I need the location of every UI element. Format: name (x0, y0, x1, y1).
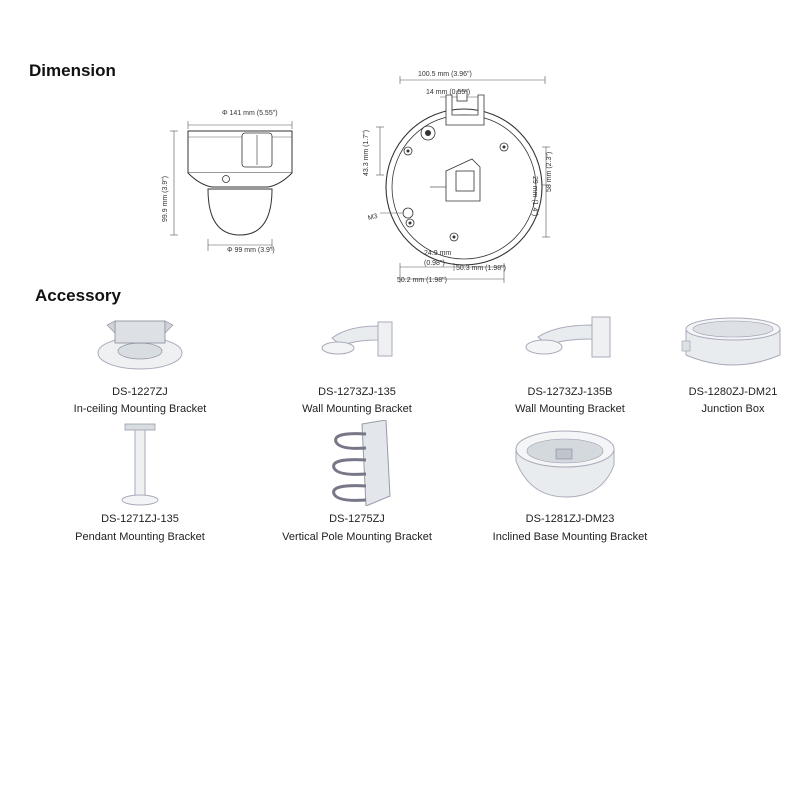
dim-overall-width: 100.5 mm (3.96") (418, 71, 472, 78)
dim-inner-c: 50.3 mm (1.98") (456, 265, 506, 272)
accessory-model: DS-1227ZJ (112, 386, 168, 398)
pendant-bracket-icon (121, 423, 159, 506)
pole-bracket-icon (332, 420, 391, 506)
wall-bracket-icon (321, 321, 393, 357)
dimension-title: Dimension (29, 61, 116, 80)
dim-tab-width: 14 mm (0.55") (426, 89, 471, 96)
accessory-description: Wall Mounting Bracket (302, 403, 412, 415)
dim-bottom-width: 50.2 mm (1.98") (397, 277, 447, 284)
ceiling-bracket-icon (97, 320, 183, 370)
wall-bracket-box-icon (525, 316, 611, 358)
dim-left-height: 43.3 mm (1.7") (363, 129, 370, 176)
dim-right-bottom: 58 mm (2.3") (546, 151, 553, 192)
junction-box-icon (681, 317, 781, 366)
dim-top-width: Φ 141 mm (5.55") (222, 110, 278, 117)
accessory-model: DS-1281ZJ-DM23 (525, 513, 615, 525)
accessory-title: Accessory (35, 286, 122, 305)
accessory-description: Vertical Pole Mounting Bracket (282, 531, 432, 543)
accessory-description: In-ceiling Mounting Bracket (73, 403, 207, 415)
accessory-description: Wall Mounting Bracket (515, 403, 625, 415)
camera-side-view-drawing (170, 121, 293, 251)
accessory-model: DS-1275ZJ (329, 513, 385, 525)
accessory-model: DS-1273ZJ-135B (527, 386, 613, 398)
inclined-base-icon (515, 430, 615, 498)
dim-height: 99.9 mm (3.9") (162, 175, 169, 222)
accessory-description: Pendant Mounting Bracket (75, 531, 205, 543)
accessory-model: DS-1280ZJ-DM21 (688, 386, 778, 398)
accessory-description: Junction Box (701, 403, 765, 415)
dim-right-top: 29 mm (1.4") (531, 176, 538, 217)
accessory-model: DS-1271ZJ-135 (101, 513, 179, 525)
dim-inner-a: 24.9 mm (424, 250, 452, 257)
accessory-description: Inclined Base Mounting Bracket (492, 531, 648, 543)
camera-bottom-view-drawing (376, 76, 550, 283)
dim-dome-width: Φ 99 mm (3.9") (227, 247, 275, 254)
accessory-model: DS-1273ZJ-135 (318, 386, 396, 398)
dim-inner-b: (0.98") (424, 260, 445, 267)
